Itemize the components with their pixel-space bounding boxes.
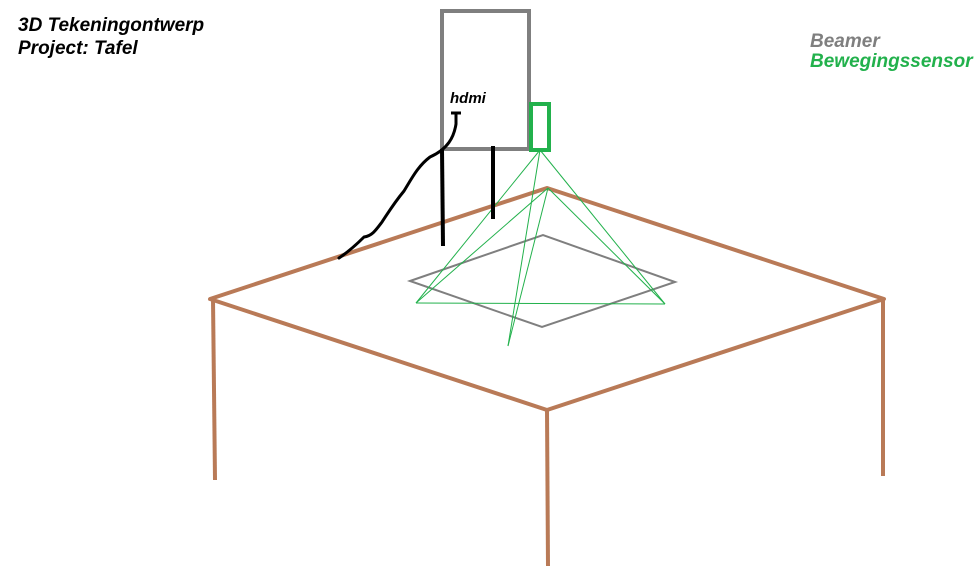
legend-beamer-label: Beamer [810, 31, 880, 52]
hdmi-label: hdmi [450, 90, 487, 107]
motion-sensor [529, 102, 551, 152]
table-leg-front [545, 409, 550, 567]
project-name: Project: Tafel [18, 38, 138, 59]
table-top [208, 186, 886, 412]
sensor-detection-field [415, 149, 666, 347]
drawing-title: 3D Tekeningontwerp [18, 15, 205, 36]
title-block: 3D Tekeningontwerp Project: Tafel [18, 14, 204, 60]
table-leg-left [211, 298, 217, 481]
hdmi-cable [337, 111, 458, 260]
legend-sensor-label: Bewegingssensor [810, 51, 973, 72]
legend: Beamer Bewegingssensor [810, 32, 973, 72]
beamer-support-left [440, 148, 445, 247]
beamer-box [440, 9, 531, 151]
projection-area [406, 233, 679, 329]
